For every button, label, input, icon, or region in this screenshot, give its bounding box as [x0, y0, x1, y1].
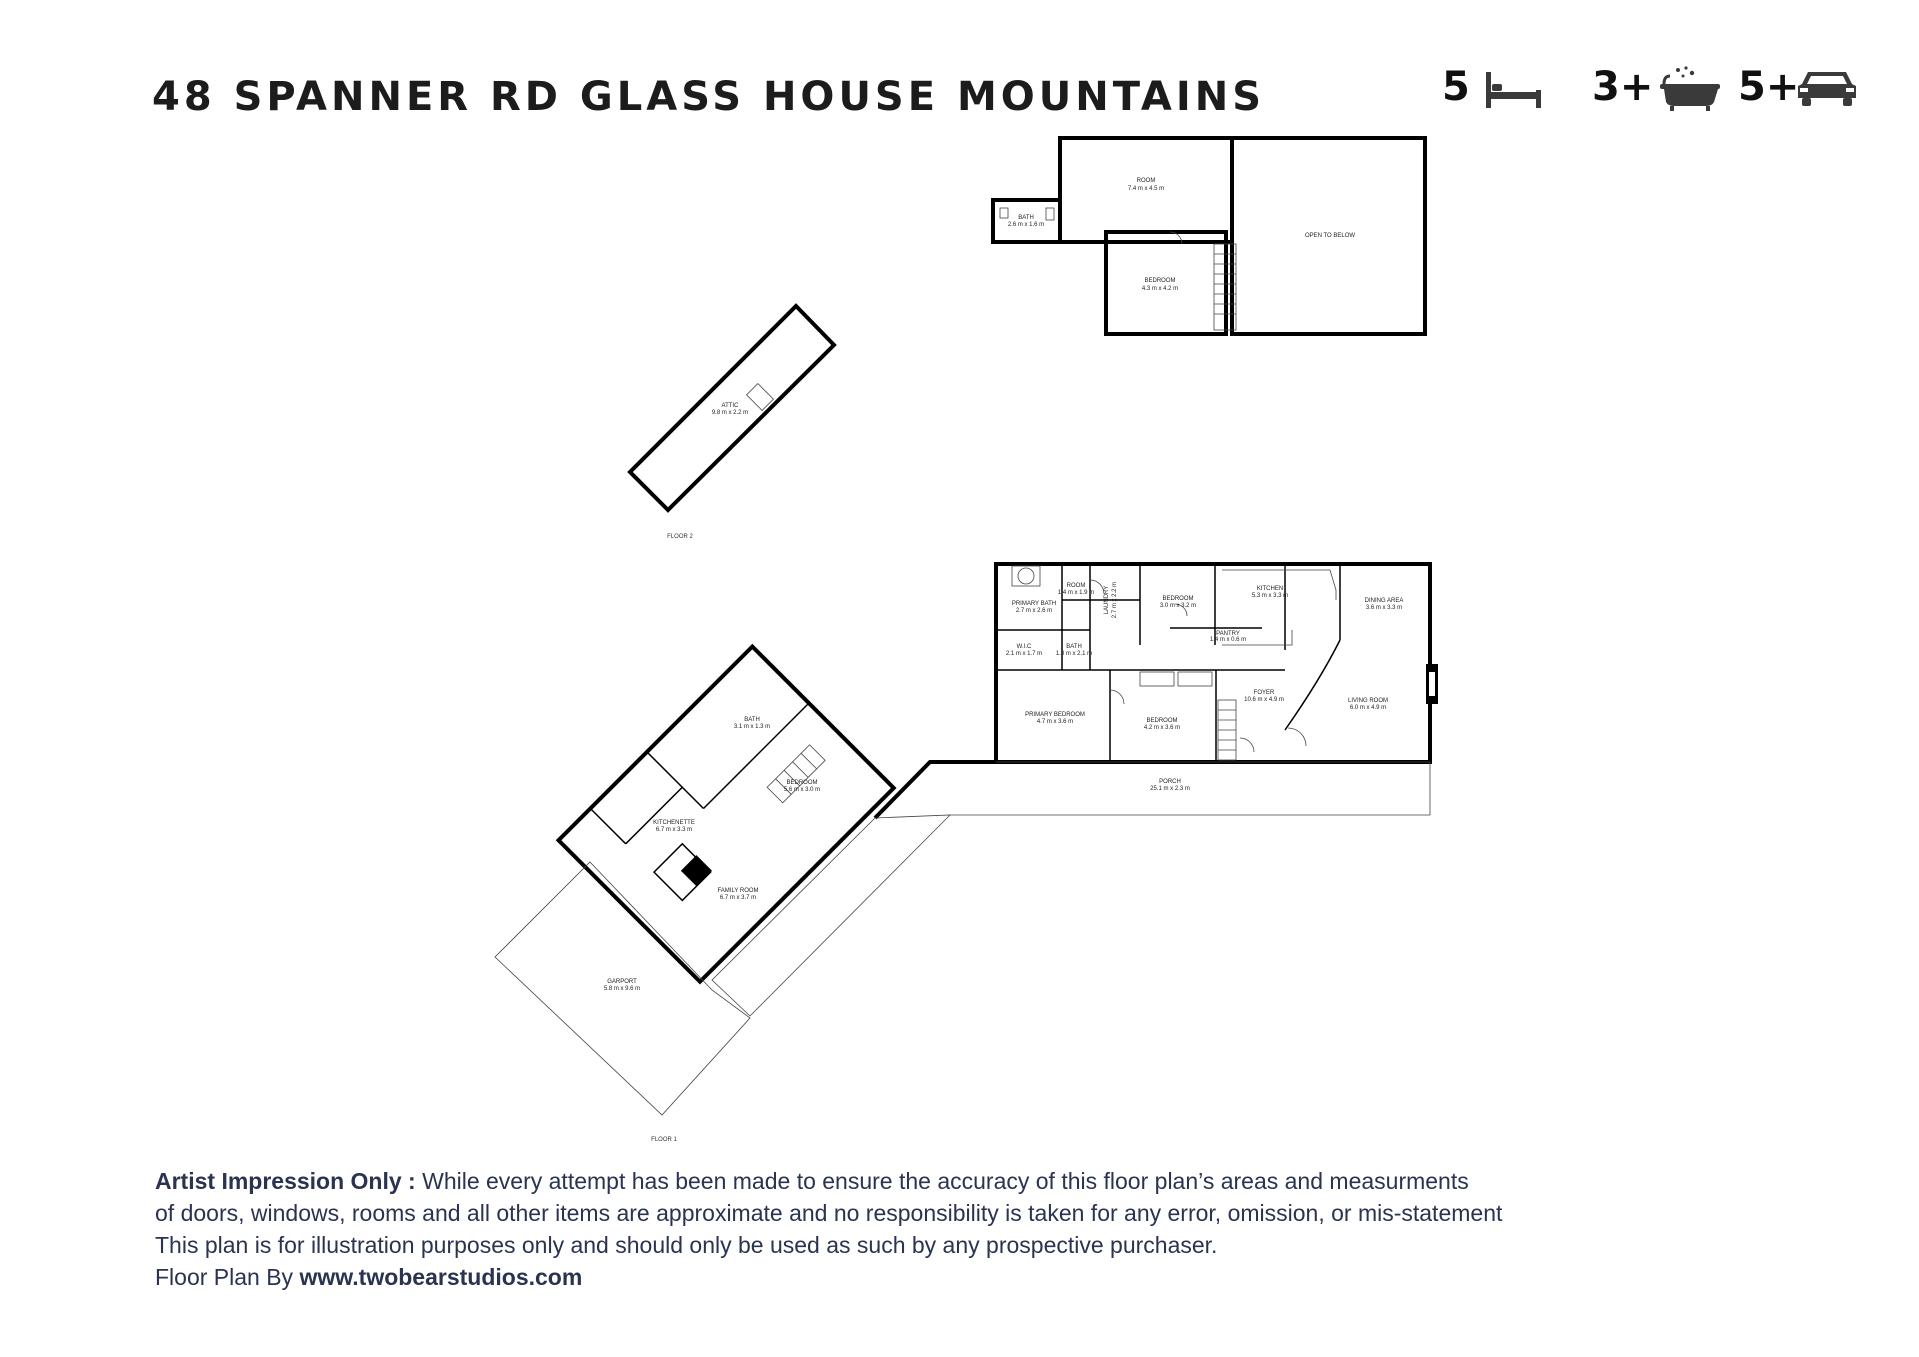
credit-line: Floor Plan By www.twobearstudios.com: [155, 1261, 1715, 1293]
room-label: PRIMARY BEDROOM: [1025, 712, 1085, 718]
room-label: FAMILY ROOM: [717, 888, 758, 894]
floor1-wing: [555, 643, 897, 985]
page-title: 48 SPANNER RD GLASS HOUSE MOUNTAINS: [152, 74, 1266, 120]
room-label: BATH: [1018, 215, 1034, 221]
room-size: 1.4 m x 1.9 m: [1058, 590, 1094, 596]
baths-count: 3+: [1592, 64, 1654, 110]
room-size: 5.8 m x 9.6 m: [604, 986, 640, 992]
room-size: 10.6 m x 4.9 m: [1244, 697, 1284, 703]
disclaimer-line-1: Artist Impression Only : While every att…: [155, 1165, 1715, 1197]
room-label: KITCHENETTE: [653, 820, 695, 826]
room-label: FOYER: [1254, 690, 1275, 696]
room-label: ROOM: [1067, 583, 1086, 589]
room-label: BATH: [744, 717, 760, 723]
room-size: 2.6 m x 1.6 m: [1008, 222, 1044, 228]
disclaimer: Artist Impression Only : While every att…: [155, 1165, 1715, 1293]
room-size: 4.2 m x 3.6 m: [1144, 725, 1180, 731]
cars-count: 5+: [1738, 64, 1800, 110]
room-label: W.I.C: [1017, 644, 1032, 650]
disclaimer-text: While every attempt has been made to ens…: [415, 1168, 1469, 1194]
room-size: 5.6 m x 3.0 m: [784, 787, 820, 793]
room-size: 6.0 m x 4.9 m: [1350, 705, 1386, 711]
room-size: 1.8 m x 2.1 m: [1056, 651, 1092, 657]
room-size: 2.7 m x 2.6 m: [1016, 608, 1052, 614]
room-label: PRIMARY BATH: [1012, 601, 1056, 607]
room-label: KITCHEN: [1257, 586, 1283, 592]
room-size: 3.1 m x 1.3 m: [734, 724, 770, 730]
floor-label: FLOOR 1: [651, 1137, 677, 1143]
room-size: 9.8 m x 2.2 m: [712, 410, 748, 416]
room-label: DINING AREA: [1365, 598, 1404, 604]
property-stats: 5 3+ 5+: [1420, 62, 1860, 122]
credit-link[interactable]: www.twobearstudios.com: [299, 1264, 583, 1290]
room-size: 6.7 m x 3.7 m: [720, 895, 756, 901]
room-size: 7.4 m x 4.5 m: [1128, 186, 1164, 192]
room-size: 4.3 m x 4.2 m: [1142, 286, 1178, 292]
room-label: ROOM: [1137, 178, 1156, 184]
room-size: 3.0 m x 3.2 m: [1160, 603, 1196, 609]
room-label: OPEN TO BELOW: [1305, 233, 1355, 239]
floor-label: FLOOR 2: [667, 534, 693, 540]
credit-prefix: Floor Plan By: [155, 1264, 300, 1290]
room-label: LIVING ROOM: [1348, 698, 1388, 704]
floor2-upper-block: [991, 136, 1427, 336]
room-label: PANTRY: [1216, 631, 1240, 637]
room-size: 4.7 m x 3.6 m: [1037, 719, 1073, 725]
room-size: 2.1 m x 1.7 m: [1006, 651, 1042, 657]
room-label: BATH: [1066, 644, 1082, 650]
disclaimer-line-2: of doors, windows, rooms and all other i…: [155, 1200, 1503, 1226]
disclaimer-lead: Artist Impression Only :: [155, 1168, 416, 1194]
room-size: 3.6 m x 3.3 m: [1366, 605, 1402, 611]
bathtub-icon: [1660, 66, 1720, 111]
room-label: BEDROOM: [1146, 718, 1177, 724]
beds-count: 5: [1442, 64, 1470, 110]
floor1-porch: [873, 760, 1431, 820]
room-label: GARPORT: [607, 979, 637, 985]
room-size: 25.1 m x 2.3 m: [1150, 786, 1190, 792]
disclaimer-line-3: This plan is for illustration purposes o…: [155, 1232, 1218, 1258]
bed-icon: [1486, 72, 1541, 108]
room-size: 1.4 m x 0.6 m: [1210, 637, 1246, 643]
room-size: 2.7 m x 2.2 m: [1112, 582, 1118, 618]
room-size: 5.3 m x 3.3 m: [1252, 593, 1288, 599]
floor2-attic: [627, 303, 837, 513]
car-icon: [1798, 72, 1856, 106]
room-size: 6.7 m x 3.3 m: [656, 827, 692, 833]
room-label: LAUNDRY: [1104, 586, 1110, 615]
walkway: [711, 814, 952, 1017]
room-label: BEDROOM: [1144, 278, 1175, 284]
room-label: PORCH: [1159, 779, 1181, 785]
room-label: BEDROOM: [786, 780, 817, 786]
room-label: ATTIC: [722, 403, 740, 409]
room-label: BEDROOM: [1162, 596, 1193, 602]
carport: [494, 861, 751, 1116]
